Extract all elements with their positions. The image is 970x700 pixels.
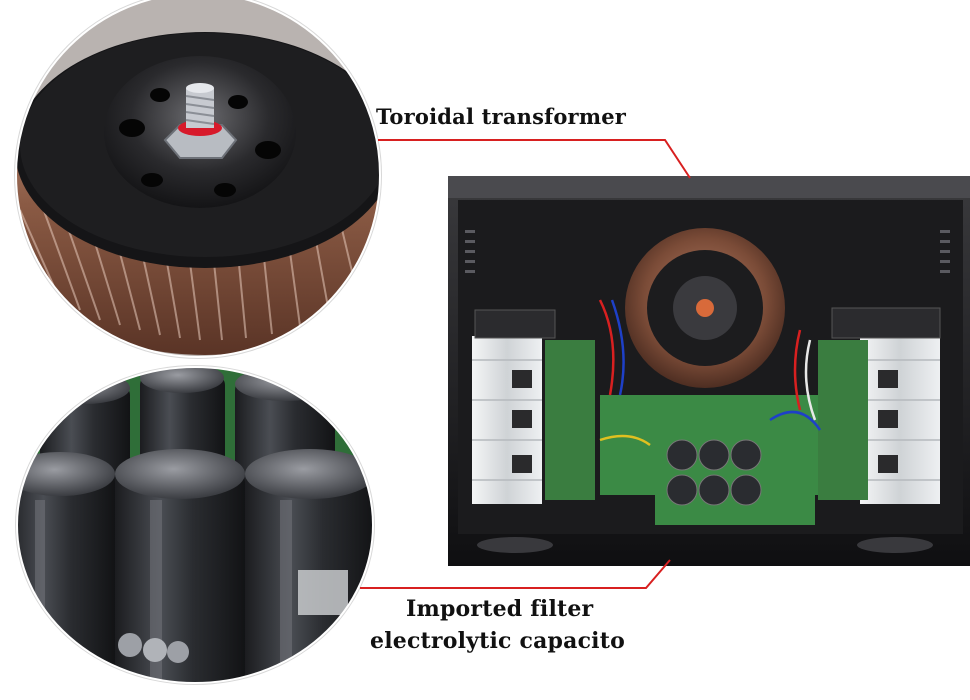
capacitor-label-line1: Imported filter: [406, 596, 594, 622]
capacitor-label-line2: electrolytic capacito: [370, 628, 625, 654]
callout-lines: [360, 139, 691, 589]
transformer-closeup-photo: [14, 0, 382, 359]
capacitor-closeup-photo: [15, 365, 375, 685]
amplifier-chassis-photo: [448, 176, 970, 566]
transformer-label: Toroidal transformer: [376, 104, 627, 129]
